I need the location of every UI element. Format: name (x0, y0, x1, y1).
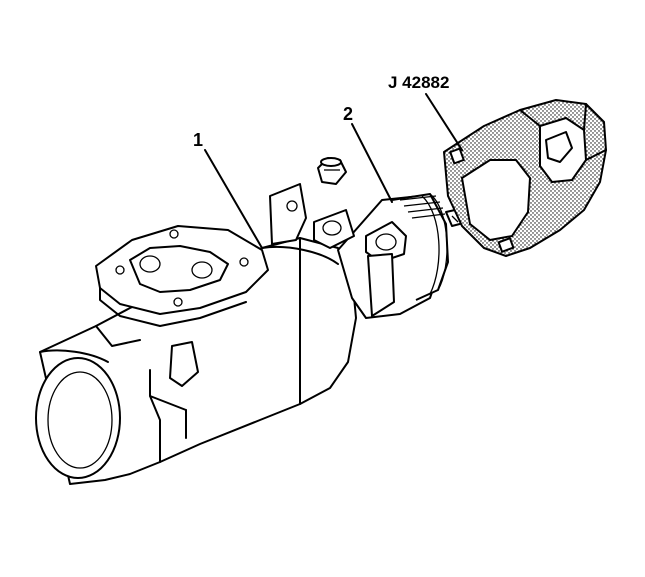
steering-housing (35, 237, 357, 485)
tube-opening (35, 357, 121, 479)
callout-tool-label: J 42882 (388, 73, 450, 92)
dust-cap (317, 157, 347, 185)
housing-tab (169, 341, 199, 387)
special-tool-j42882 (443, 99, 607, 257)
valve-mounting-flange (95, 225, 269, 327)
leader-2 (351, 123, 393, 203)
callout-2-adjuster: 2 (343, 104, 354, 124)
mounting-bracket (269, 183, 307, 245)
leader-1 (204, 149, 263, 249)
adjuster-plug-assembly (313, 193, 449, 319)
callout-1-housing: 1 (193, 130, 204, 150)
leader-tool (425, 93, 463, 151)
leader-lines (204, 93, 463, 249)
